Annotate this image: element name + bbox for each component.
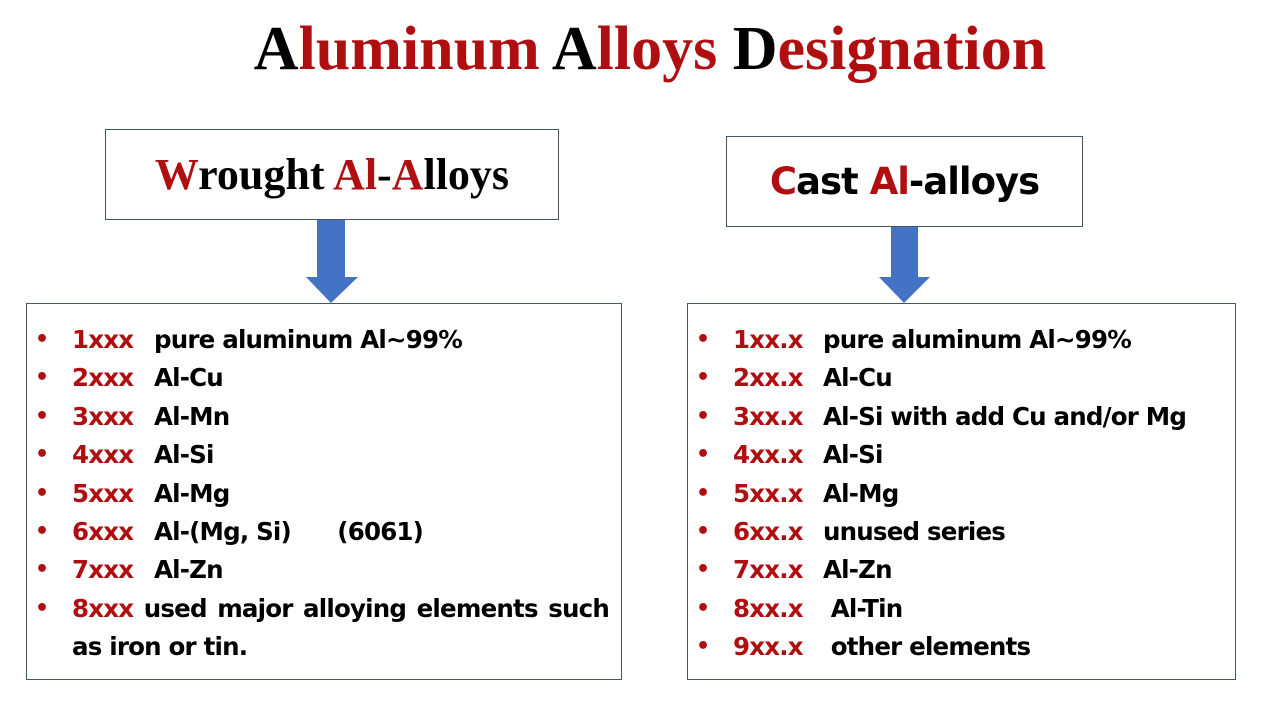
title-segment: A [253, 15, 299, 83]
series-code: 7xxx [72, 555, 134, 585]
series-desc: unused series [823, 516, 1006, 546]
title-segment: D [732, 15, 778, 83]
list-item: • 9xx.x other elements [688, 628, 1235, 666]
heading-segment: - [377, 150, 392, 199]
cast-series-list: • 1xx.x pure aluminum Al~99% • 2xx.x Al-Cu •… [687, 303, 1236, 680]
list-item: • 5xx.x Al-Mg [688, 475, 1235, 513]
series-desc: Al-Cu [154, 363, 224, 393]
list-item: • 4xx.x Al-Si [688, 436, 1235, 474]
heading-segment: A [391, 150, 424, 199]
list-item: • 1xxx pure aluminum Al~99% [27, 321, 621, 359]
series-desc: Al-Mg [154, 478, 230, 508]
series-desc: pure aluminum Al~99% [154, 325, 463, 354]
list-item: • 7xxx Al-Zn [27, 551, 621, 589]
bullet-icon: • [696, 634, 710, 660]
cast-heading: Cast Al-alloys [769, 160, 1040, 203]
bullet-icon: • [35, 442, 49, 468]
bullet-icon: • [696, 327, 710, 352]
bullet-icon: • [696, 480, 710, 506]
series-code: 8xxx [72, 593, 134, 623]
arrow-down-icon [306, 220, 358, 303]
heading-segment: C [769, 160, 797, 203]
bullet-icon: • [696, 595, 710, 621]
series-code: 3xx.x [733, 401, 804, 431]
arrow-down-icon [879, 227, 930, 303]
series-code: 1xx.x [733, 325, 804, 354]
list-item: • 6xxx Al-(Mg, Si) (6061) [27, 513, 621, 551]
title-segment: esignation [777, 15, 1047, 83]
cast-heading-box: Cast Al-alloys [726, 136, 1083, 227]
series-code: 9xx.x [733, 632, 804, 662]
bullet-icon: • [35, 365, 49, 391]
series-code: 6xxx [72, 516, 134, 546]
wrought-series-list: • 1xxx pure aluminum Al~99% • 2xxx Al-Cu • 3x… [26, 303, 622, 680]
list-item: • 1xx.x pure aluminum Al~99% [688, 321, 1235, 359]
bullet-icon: • [35, 595, 49, 621]
wrought-heading: Wrought Al-Alloys [155, 149, 509, 200]
list-item: • 2xxx Al-Cu [27, 359, 621, 397]
series-desc: Al-Cu [823, 363, 893, 393]
series-desc: Al-Si [823, 440, 883, 470]
series-desc: Al-Mg [823, 478, 899, 508]
title-segment: lloys [596, 15, 733, 83]
bullet-icon: • [696, 518, 710, 544]
series-desc: Al-Tin [823, 593, 904, 623]
series-desc: Al-(Mg, Si) (6061) [154, 516, 424, 546]
series-desc: other elements [823, 632, 1031, 662]
bullet-icon: • [696, 365, 710, 391]
list-item: • 8xxx used major alloying elements such … [27, 590, 621, 667]
list-item: • 2xx.x Al-Cu [688, 359, 1235, 397]
series-code: 3xxx [72, 401, 134, 431]
series-code: 4xx.x [733, 440, 804, 470]
series-desc: pure aluminum Al~99% [823, 325, 1132, 354]
series-desc: Al-Si [154, 440, 214, 470]
bullet-icon: • [35, 518, 49, 544]
heading-segment: -alloys [908, 160, 1040, 203]
bullet-icon: • [35, 557, 49, 583]
series-code: 2xx.x [733, 363, 804, 393]
series-code: 4xxx [72, 440, 134, 470]
series-desc: Al-Zn [823, 555, 893, 585]
series-code: 5xxx [72, 478, 134, 508]
series-code: 5xx.x [733, 478, 804, 508]
series-code: 6xx.x [733, 516, 804, 546]
bullet-icon: • [35, 327, 49, 352]
series-code: 8xx.x [733, 593, 804, 623]
heading-segment: rought [198, 150, 334, 199]
series-desc: used major alloying elements such as iro… [72, 593, 610, 662]
list-item: • 6xx.x unused series [688, 513, 1235, 551]
heading-segment: lloys [423, 150, 510, 199]
series-code: 2xxx [72, 363, 134, 393]
list-item: • 7xx.x Al-Zn [688, 551, 1235, 589]
list-item: • 4xxx Al-Si [27, 436, 621, 474]
bullet-icon: • [35, 480, 49, 506]
page-title: Aluminum Alloys Designation [0, 14, 1280, 84]
heading-segment: ast [796, 160, 870, 203]
heading-segment: Al [869, 160, 910, 203]
series-desc: Al-Mn [154, 401, 230, 431]
list-item: • 3xxx Al-Mn [27, 398, 621, 436]
bullet-icon: • [696, 442, 710, 468]
series-desc: Al-Zn [154, 555, 224, 585]
series-code: 7xx.x [733, 555, 804, 585]
series-wrap: 8xxx used major alloying elements such a… [72, 590, 610, 667]
list-item: • 8xx.x Al-Tin [688, 590, 1235, 628]
title-segment: luminum [298, 15, 552, 83]
title-segment: A [551, 15, 597, 83]
bullet-icon: • [696, 557, 710, 583]
list-item: • 5xxx Al-Mg [27, 475, 621, 513]
bullet-icon: • [696, 403, 710, 429]
heading-segment: Al [333, 150, 378, 199]
wrought-heading-box: Wrought Al-Alloys [105, 129, 559, 220]
list-item: • 3xx.x Al-Si with add Cu and/or Mg [688, 398, 1235, 436]
series-code: 1xxx [72, 325, 134, 354]
heading-segment: W [154, 150, 199, 199]
bullet-icon: • [35, 403, 49, 429]
series-desc: Al-Si with add Cu and/or Mg [823, 401, 1187, 431]
